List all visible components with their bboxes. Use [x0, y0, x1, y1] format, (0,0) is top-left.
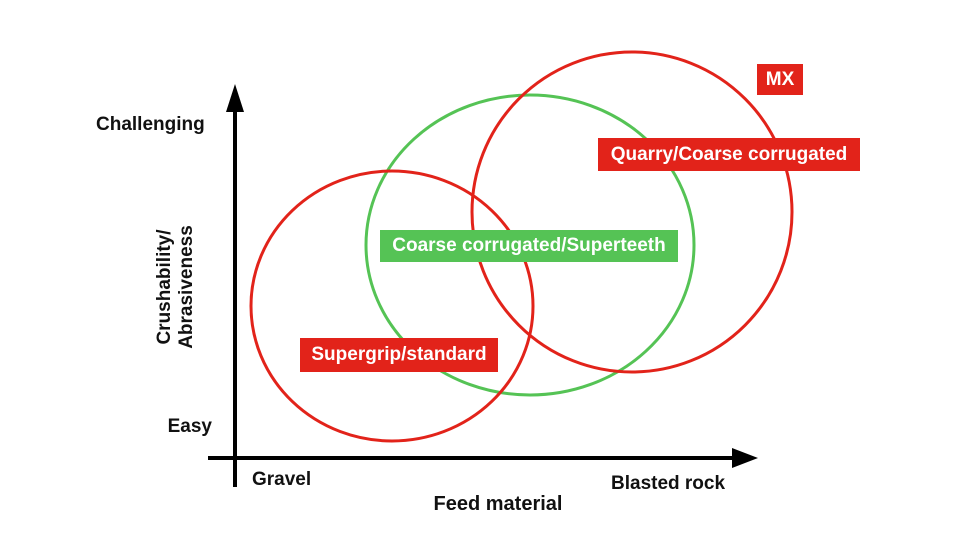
x-axis-arrowhead-icon [732, 448, 758, 468]
coarse-corrugated-superteeth-badge-label: Coarse corrugated/Superteeth [392, 235, 666, 256]
y-axis-top-label: Challenging [96, 114, 205, 135]
x-axis-left-label: Gravel [252, 469, 312, 490]
quarry-coarse-corrugated-badge-label: Quarry/Coarse corrugated [610, 143, 848, 165]
supergrip-standard-badge-label: Supergrip/standard [311, 344, 487, 365]
y-axis-bottom-label: Easy [167, 416, 212, 437]
quarry-region-circle [470, 50, 794, 374]
coarse-corrugated-superteeth-badge: Coarse corrugated/Superteeth [380, 230, 678, 262]
x-axis-right-label: Blasted rock [611, 473, 726, 494]
supergrip-region-circle [249, 169, 535, 443]
x-axis-title: Feed material [433, 493, 563, 515]
superteeth-region-circle [364, 93, 696, 397]
mx-badge-label: MX [765, 68, 795, 90]
y-axis-title-line2: Abrasiveness [176, 225, 197, 349]
supergrip-standard-badge: Supergrip/standard [300, 338, 498, 372]
y-axis-arrowhead-icon [226, 84, 244, 112]
y-axis-title-line1: Crushability/ [154, 229, 175, 345]
mx-badge: MX [757, 64, 803, 95]
y-axis-title: Crushability/ Abrasiveness [154, 212, 198, 362]
quarry-coarse-corrugated-badge: Quarry/Coarse corrugated [598, 138, 860, 171]
